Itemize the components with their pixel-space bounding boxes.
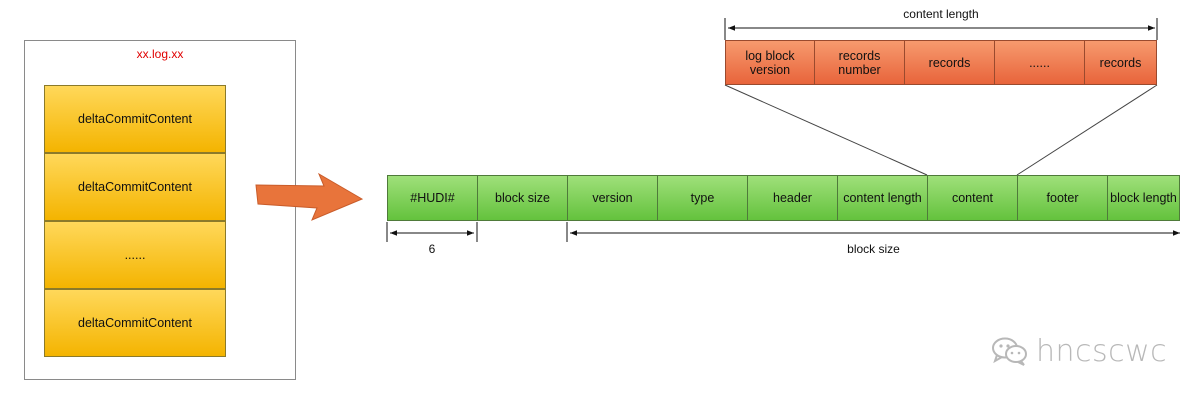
transition-arrow [255, 172, 364, 221]
content-field-log-block-version: log block version [725, 40, 815, 85]
watermark: hncscwc [990, 331, 1190, 371]
content-field-records-number: records number [814, 40, 905, 85]
block-field-version: version [567, 175, 658, 221]
content-field-records: records [904, 40, 995, 85]
delta-commit-block: deltaCommitContent [44, 85, 226, 153]
content-length-label: content length [903, 7, 979, 21]
block-field-content: content [927, 175, 1018, 221]
delta-commit-block: deltaCommitContent [44, 289, 226, 357]
magic-size-label: 6 [428, 242, 436, 256]
watermark-text: hncscwc [1036, 333, 1168, 369]
delta-commit-block: deltaCommitContent [44, 153, 226, 221]
block-field-header: header [747, 175, 838, 221]
content-field-ellipsis: ...... [994, 40, 1085, 85]
block-field-block-length: block length [1107, 175, 1180, 221]
content-field-records: records [1084, 40, 1157, 85]
expansion-line-right [1016, 84, 1158, 176]
block-size-label: block size [847, 242, 900, 256]
block-field-type: type [657, 175, 748, 221]
block-field-footer: footer [1017, 175, 1108, 221]
chat-bubbles-icon [992, 337, 1027, 366]
block-field-magic: #HUDI# [387, 175, 478, 221]
block-field-content-length: content length [837, 175, 928, 221]
expansion-line-left [724, 84, 928, 176]
log-file-title: xx.log.xx [136, 47, 184, 61]
ellipsis-block: ...... [44, 221, 226, 289]
block-field-block-size: block size [477, 175, 568, 221]
